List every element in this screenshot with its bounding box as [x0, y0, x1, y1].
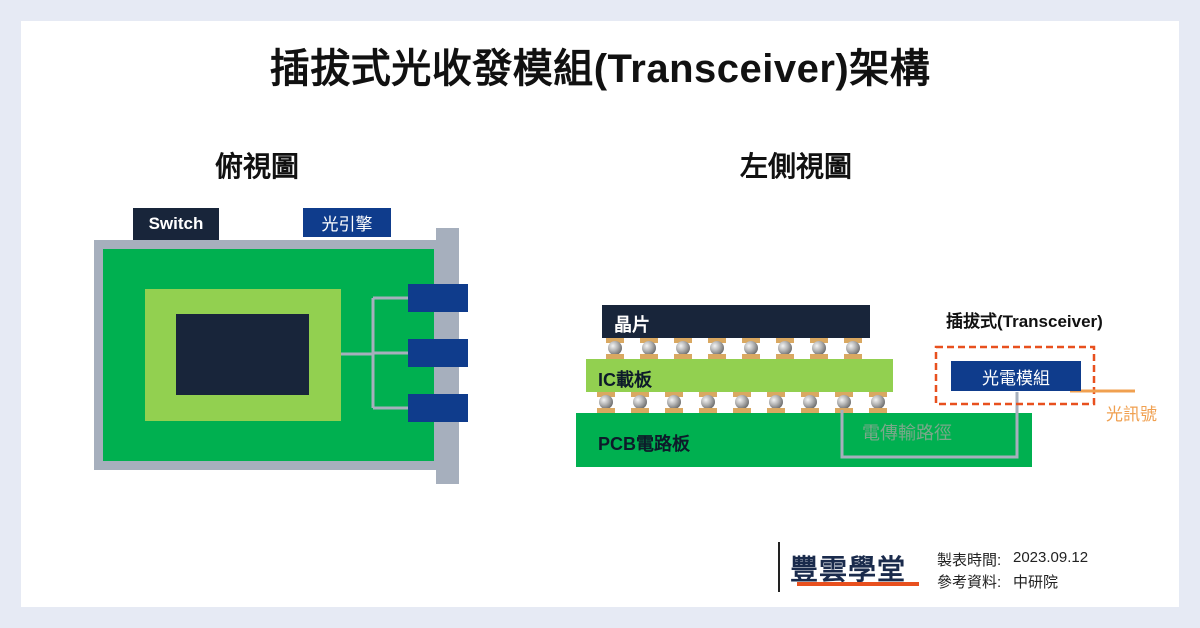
optical-port-3: [408, 394, 468, 422]
date-value: 2023.09.12: [1013, 549, 1089, 566]
brand-underline: [797, 582, 919, 586]
date-label: 製表時間:: [937, 552, 1002, 569]
switch-label: Switch: [133, 208, 219, 240]
chip-label: 晶片: [614, 315, 650, 335]
optical-port-1: [408, 284, 468, 312]
brand-logo: 豐雲學堂: [790, 554, 907, 585]
pcb-label: PCB電路板: [598, 434, 691, 454]
optical-port-2: [408, 339, 468, 367]
top-view-subtitle: 俯視圖: [215, 151, 300, 182]
optical-engine-label: 光引擎: [303, 208, 391, 237]
transceiver-label: 插拔式(Transceiver): [946, 312, 1103, 331]
source-label: 參考資料:: [937, 574, 1002, 591]
footer-divider: [778, 542, 780, 592]
source-value: 中研院: [1013, 574, 1059, 591]
top-view-chip: [176, 314, 309, 395]
substrate-label: IC載板: [598, 370, 652, 390]
side-view-substrate: [586, 359, 893, 392]
side-view-subtitle: 左側視圖: [740, 151, 853, 182]
optoelectronic-module: 光電模組: [951, 361, 1081, 391]
optical-signal-label: 光訊號: [1106, 405, 1157, 424]
trace-label: 電傳輸路徑: [862, 423, 952, 443]
side-view-chip: [602, 305, 870, 338]
page-title: 插拔式光收發模組(Transceiver)架構: [269, 47, 931, 91]
